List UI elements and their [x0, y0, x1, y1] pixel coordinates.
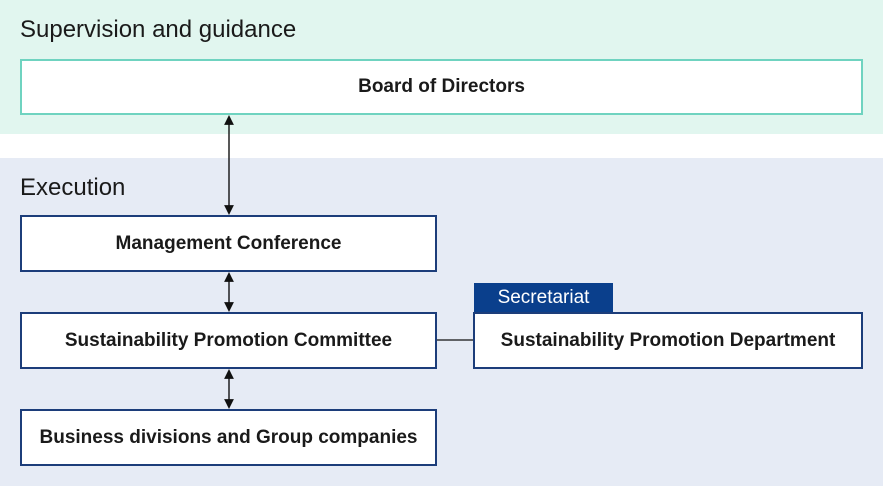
secretariat-tag: Secretariat	[474, 283, 613, 313]
management-conference-box: Management Conference	[20, 215, 437, 272]
supervision-section-title: Supervision and guidance	[20, 16, 297, 43]
execution-section-title: Execution	[20, 174, 126, 201]
business-divisions-box: Business divisions and Group companies	[20, 409, 437, 466]
sustainability-committee-box: Sustainability Promotion Committee	[20, 312, 437, 369]
board-of-directors-box: Board of Directors	[20, 59, 863, 115]
sustainability-department-box: Sustainability Promotion Department	[473, 312, 863, 369]
